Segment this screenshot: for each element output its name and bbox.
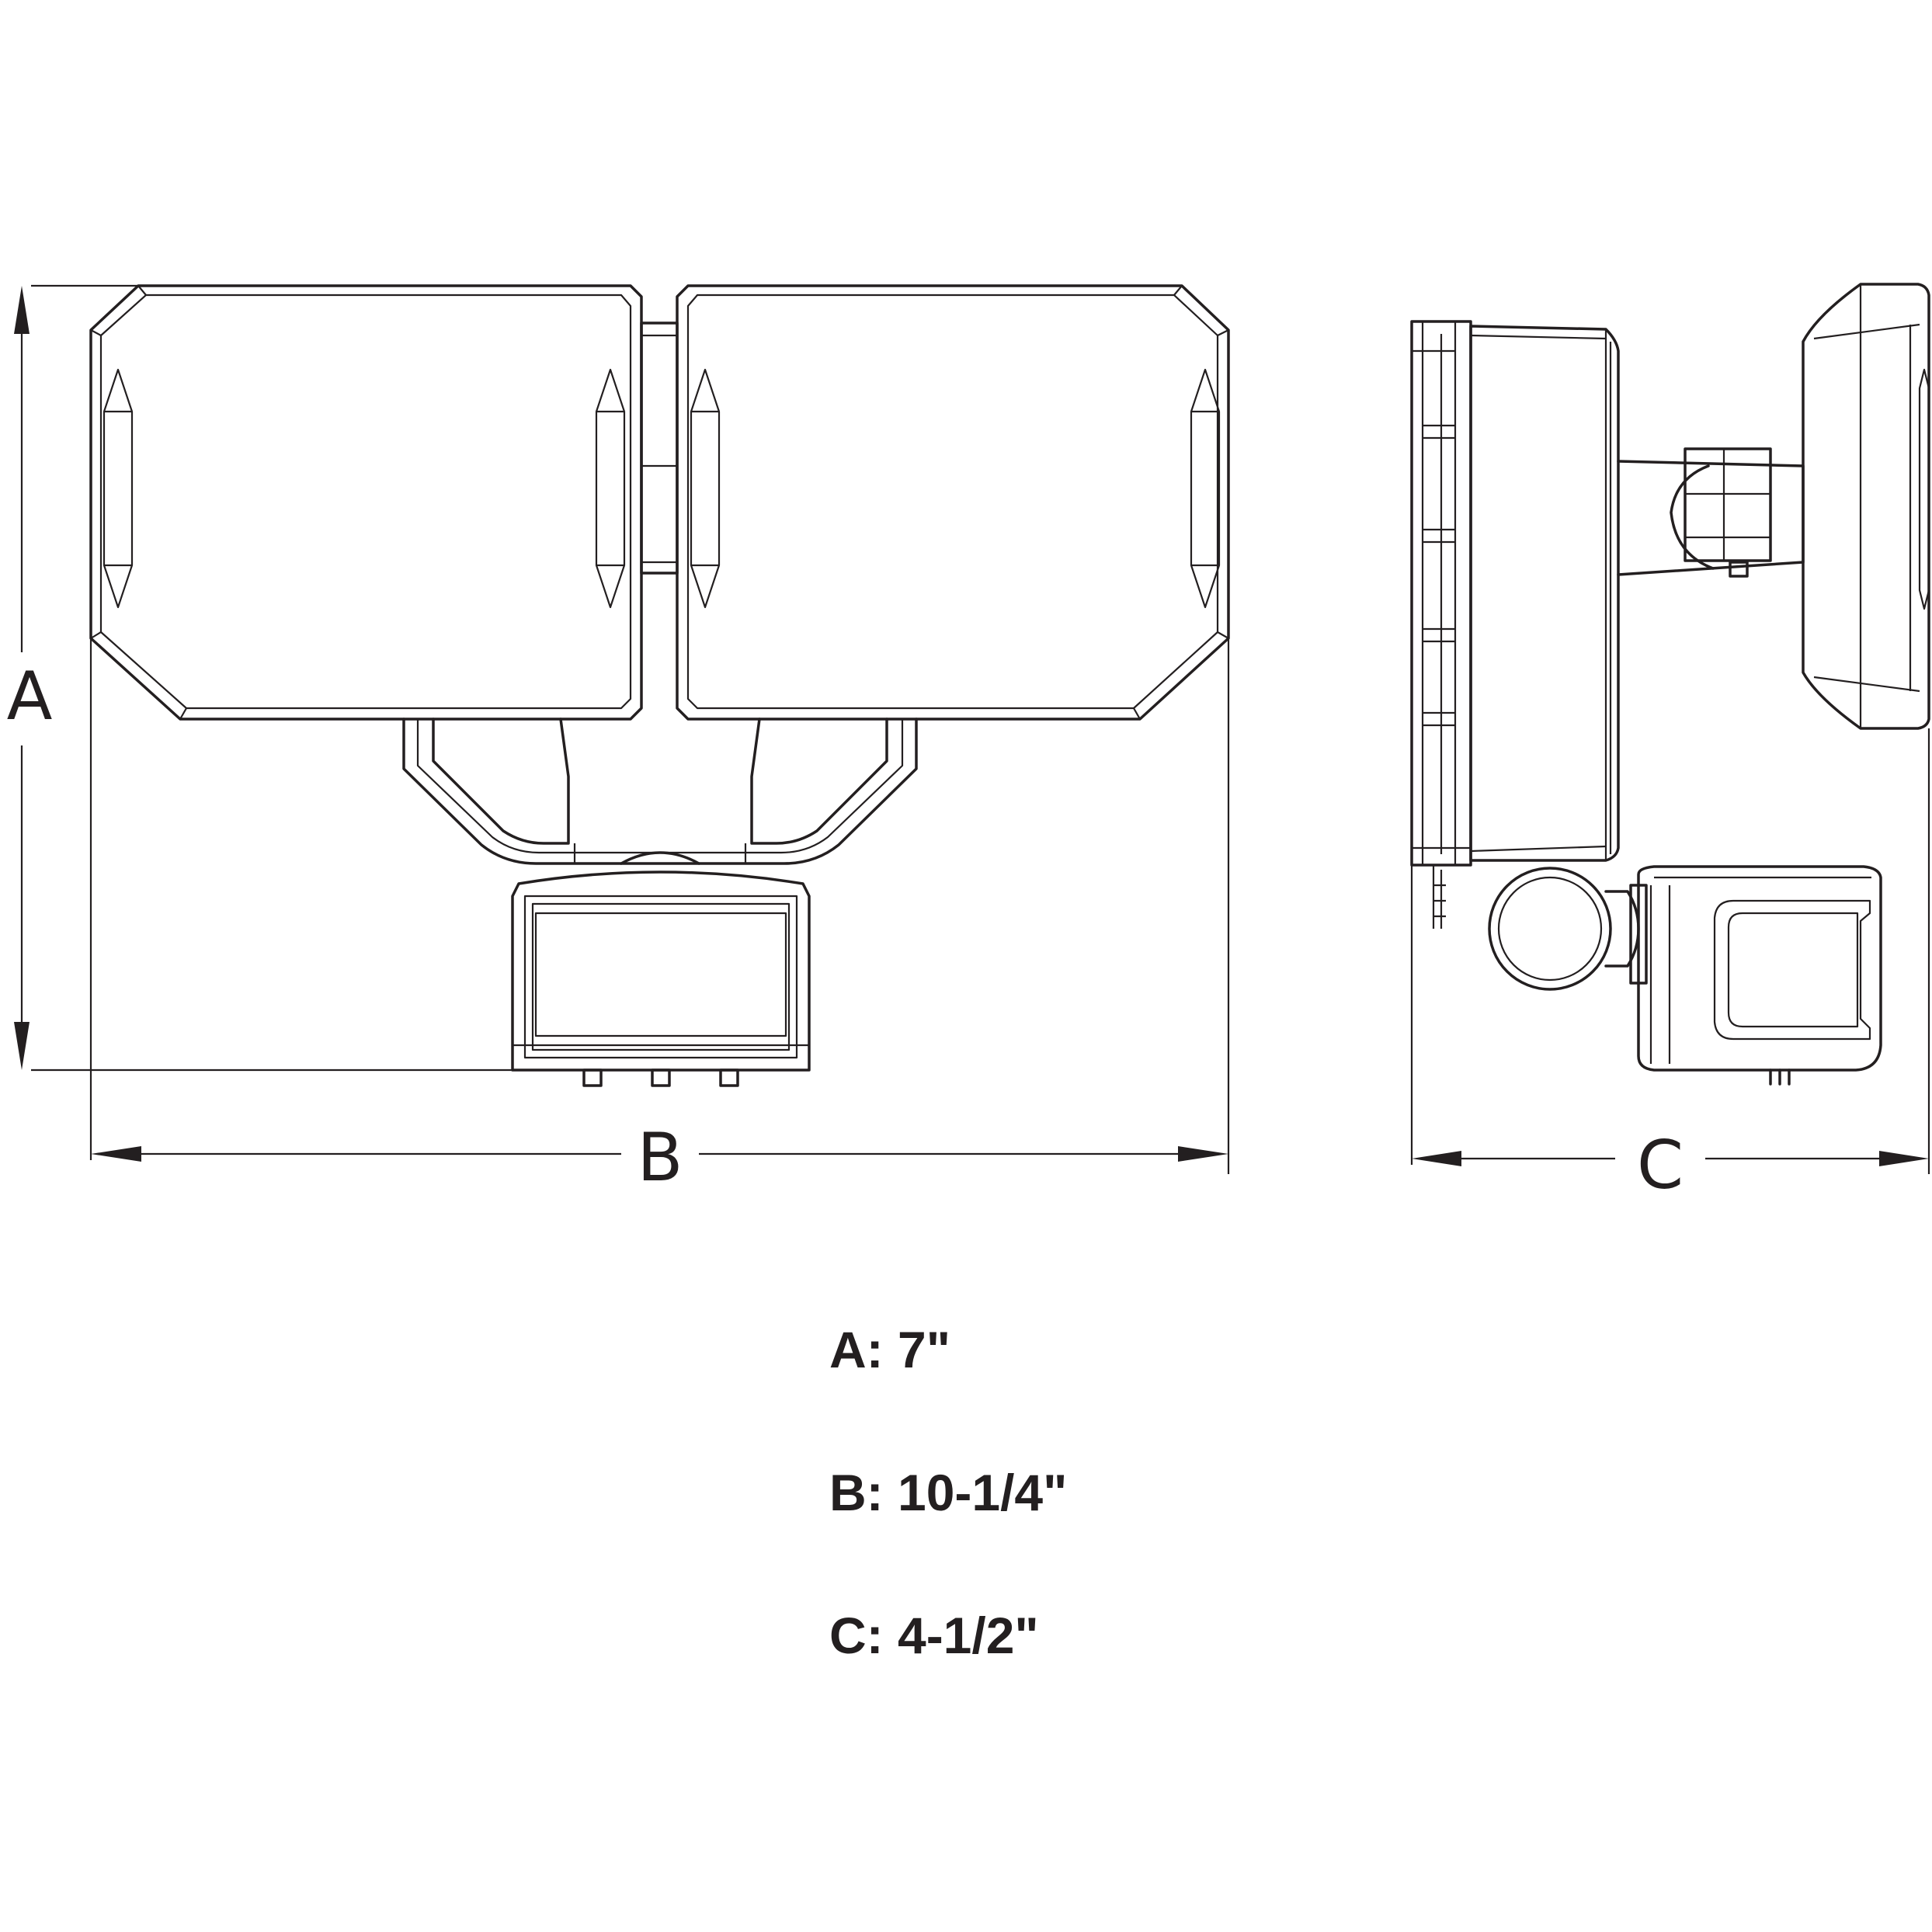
dimension-c: C <box>1410 728 1930 1204</box>
left-lamp-head <box>89 284 643 721</box>
dimension-label-b: B <box>638 1119 683 1197</box>
front-view <box>89 284 1230 1087</box>
dimension-label-c: C <box>1637 1127 1684 1204</box>
dimension-b: B <box>89 638 1230 1197</box>
side-view <box>1410 283 1930 1086</box>
dimension-label-a: A <box>7 658 53 735</box>
side-sensor <box>1488 865 1882 1086</box>
spec-a-value: 7" <box>898 1321 950 1378</box>
dimension-a: A <box>7 284 513 1072</box>
mounting-yoke <box>402 718 918 865</box>
side-swivel-arm <box>1617 447 1805 578</box>
side-housing <box>1469 325 1620 862</box>
spec-c-label: C: <box>829 1607 884 1664</box>
spec-b-label: B: <box>829 1464 884 1521</box>
side-backplate <box>1410 320 1472 929</box>
right-lamp-head <box>676 284 1230 721</box>
spec-a-label: A: <box>829 1321 884 1378</box>
motion-sensor <box>511 870 811 1087</box>
spec-a: A: 7" <box>829 1320 950 1379</box>
center-connector <box>640 321 679 575</box>
spec-b: B: 10-1/4" <box>829 1463 1067 1522</box>
side-lamp-head <box>1802 283 1930 730</box>
spec-c-value: 4-1/2" <box>898 1607 1039 1664</box>
spec-b-value: 10-1/4" <box>898 1464 1068 1521</box>
spec-c: C: 4-1/2" <box>829 1606 1039 1665</box>
